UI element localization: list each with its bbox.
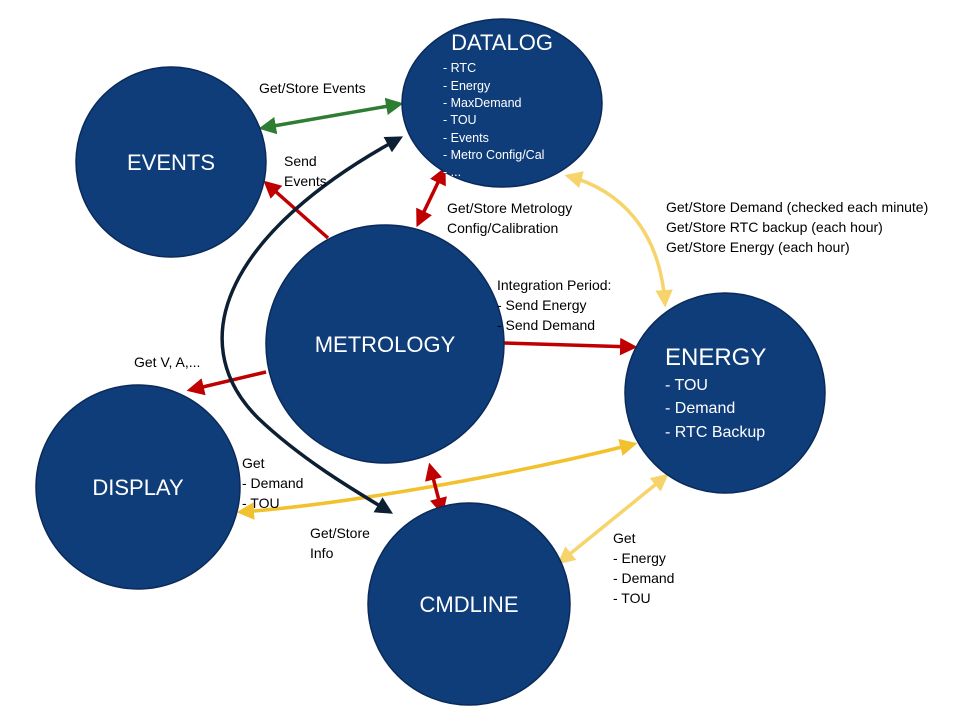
datalog-item: - Metro Config/Cal	[443, 148, 544, 162]
arrow-metrology-cmdline	[425, 462, 447, 516]
arrow-datalog-energy	[564, 171, 673, 308]
label-get-store-info: Get/Store	[310, 525, 370, 541]
node-energy-title: ENERGY	[665, 344, 766, 371]
datalog-item: - Energy	[443, 79, 491, 93]
energy-item: - RTC Backup	[665, 424, 765, 441]
node-events-title: EVENTS	[127, 150, 215, 175]
node-metrology-title: METROLOGY	[315, 332, 456, 357]
arrow-metrology-events	[263, 180, 330, 240]
arrow-energy-cmdline	[557, 473, 669, 565]
label-get-store-events: Get/Store Events	[259, 80, 366, 96]
label-get-store-metrology: Config/Calibration	[447, 220, 558, 236]
node-datalog: DATALOG - RTC - Energy - MaxDemand - TOU…	[401, 18, 603, 188]
node-cmdline-title: CMDLINE	[419, 592, 518, 617]
label-cmdline-get: - Demand	[613, 570, 674, 586]
label-send-events: Events	[284, 173, 327, 189]
datalog-item: - TOU	[443, 113, 477, 127]
node-display-title: DISPLAY	[92, 475, 184, 500]
arrow-metrology-display	[186, 370, 267, 396]
label-integration-period: - Send Energy	[497, 297, 587, 313]
label-get-store-info: Info	[310, 545, 334, 561]
node-display: DISPLAY	[35, 384, 241, 590]
label-cmdline-get: - TOU	[613, 590, 651, 606]
label-datalog-energy: Get/Store Demand (checked each minute)	[666, 199, 928, 215]
arrow-metrology-datalog	[416, 166, 446, 228]
datalog-item: - MaxDemand	[443, 96, 522, 110]
datalog-item: - Events	[443, 131, 489, 145]
datalog-item: - ...	[443, 165, 461, 179]
label-cmdline-get: Get	[613, 530, 636, 546]
label-display-get: - Demand	[242, 475, 303, 491]
label-display-get: - TOU	[242, 495, 280, 511]
label-get-store-metrology: Get/Store Metrology	[447, 200, 572, 216]
datalog-item: - RTC	[443, 61, 476, 75]
label-datalog-energy: Get/Store Energy (each hour)	[666, 239, 850, 255]
label-display-get: Get	[242, 455, 265, 471]
arrow-events-datalog	[258, 97, 404, 135]
arrow-metrology-energy	[502, 337, 638, 356]
node-energy: ENERGY - TOU - Demand - RTC Backup	[624, 292, 826, 494]
node-cmdline: CMDLINE	[367, 502, 571, 706]
label-cmdline-get: - Energy	[613, 550, 666, 566]
label-integration-period: Integration Period:	[497, 277, 611, 293]
arrow-energy-display	[236, 438, 638, 520]
node-events: EVENTS	[75, 66, 267, 258]
node-datalog-title: DATALOG	[451, 30, 553, 55]
arrow-datalog-cmdline	[220, 136, 404, 514]
node-metrology: METROLOGY	[265, 224, 505, 464]
label-datalog-energy: Get/Store RTC backup (each hour)	[666, 219, 883, 235]
label-get-va: Get V, A,...	[134, 354, 200, 370]
label-send-events: Send	[284, 153, 317, 169]
label-integration-period: - Send Demand	[497, 317, 595, 333]
energy-item: - TOU	[665, 377, 708, 394]
energy-item: - Demand	[665, 400, 735, 417]
